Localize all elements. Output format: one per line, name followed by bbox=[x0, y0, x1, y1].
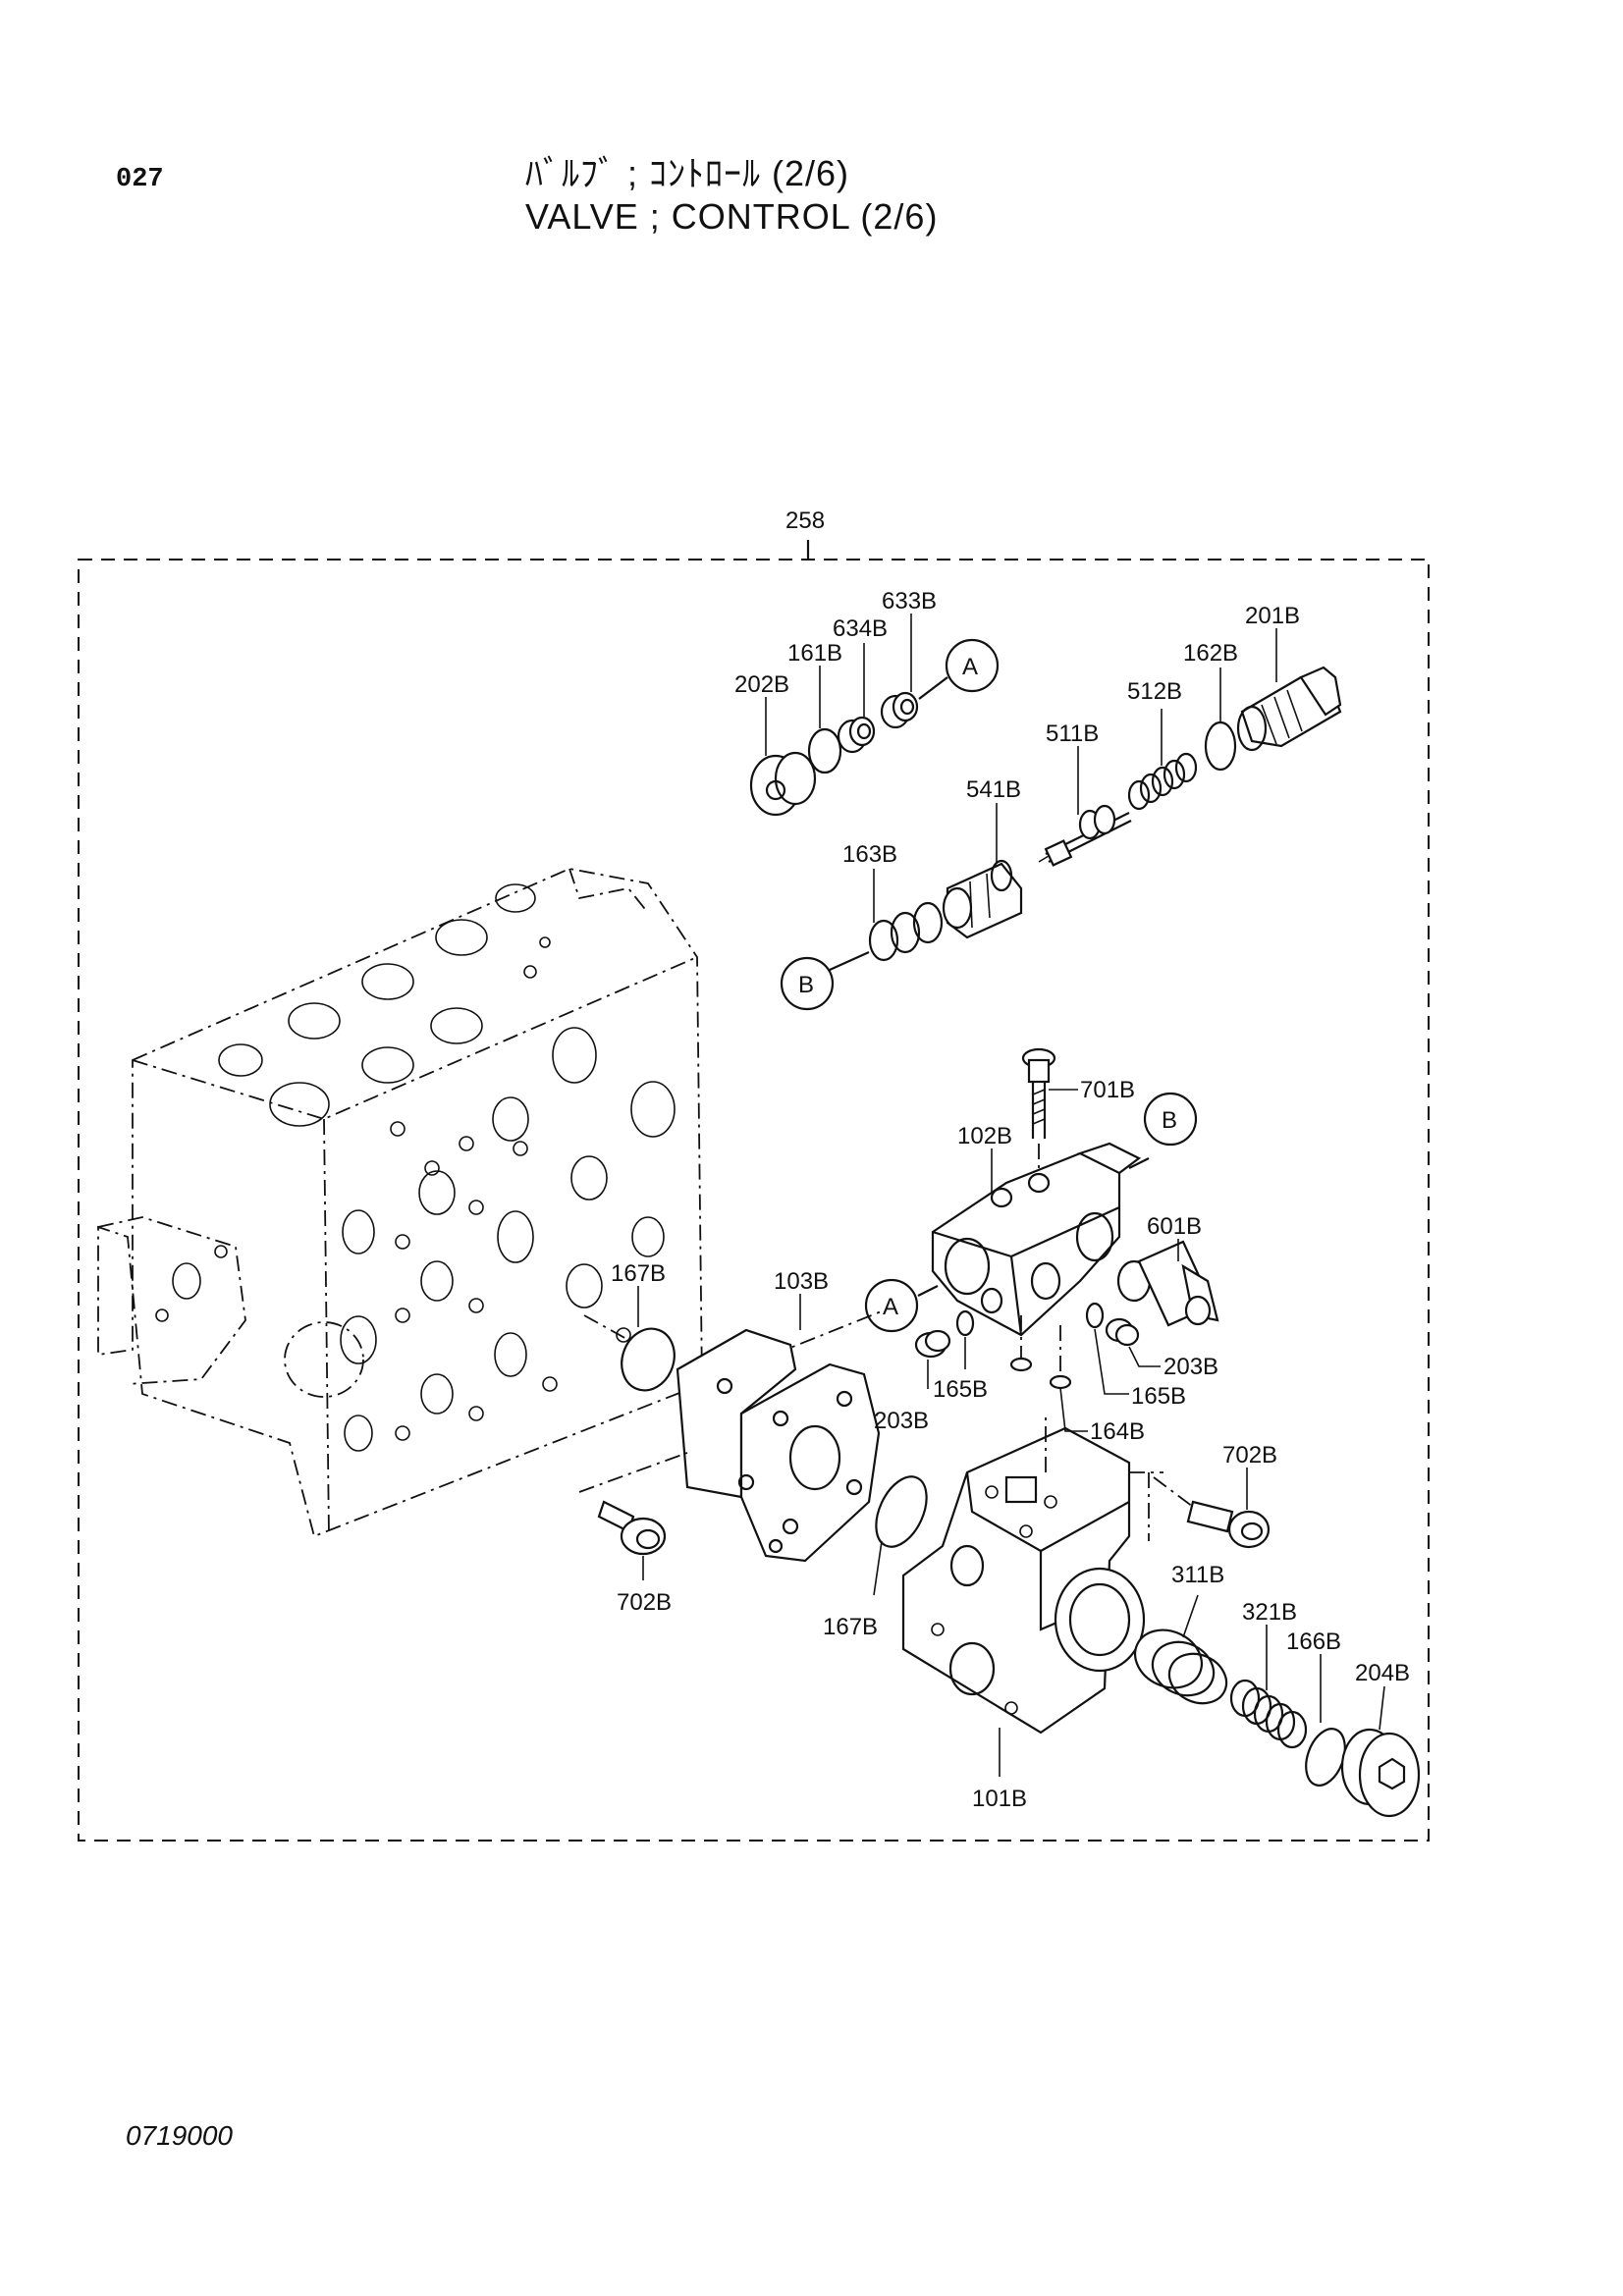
label-167b-left: 167B bbox=[611, 1260, 666, 1287]
label-702b-left: 702B bbox=[617, 1589, 672, 1616]
o-ring-164b-a bbox=[1009, 1357, 1033, 1372]
label-202b: 202B bbox=[734, 671, 789, 698]
label-101b: 101B bbox=[972, 1786, 1027, 1812]
bolt-701b bbox=[1021, 1047, 1056, 1139]
callout-a-mid: A bbox=[864, 1278, 919, 1333]
label-164b: 164B bbox=[1090, 1418, 1145, 1445]
o-ring-165b-left bbox=[955, 1309, 975, 1337]
label-321b: 321B bbox=[1242, 1599, 1297, 1626]
o-ring-162b bbox=[1204, 721, 1237, 772]
label-512b: 512B bbox=[1127, 678, 1182, 705]
label-166b: 166B bbox=[1286, 1629, 1341, 1655]
callout-b-right: B bbox=[1143, 1092, 1198, 1147]
label-203b-right: 203B bbox=[1163, 1354, 1218, 1380]
label-702b-right: 702B bbox=[1222, 1442, 1277, 1468]
plug-203b-left bbox=[914, 1329, 951, 1359]
seal-634b bbox=[837, 716, 876, 754]
label-511b: 511B bbox=[1046, 721, 1099, 747]
assembly-boundary: 258 bbox=[78, 507, 1430, 1842]
label-311b: 311B bbox=[1171, 1562, 1224, 1588]
seal-633b bbox=[880, 691, 919, 729]
o-ring-161b bbox=[807, 727, 842, 774]
valve-601b bbox=[1116, 1240, 1219, 1327]
label-165b-left: 165B bbox=[933, 1376, 988, 1403]
title-english: VALVE ; CONTROL (2/6) bbox=[525, 196, 939, 237]
o-ring-167b-lower bbox=[875, 1475, 928, 1548]
svg-text:A: A bbox=[883, 1294, 898, 1320]
svg-text:A: A bbox=[962, 654, 978, 680]
poppet-311b bbox=[1134, 1629, 1228, 1705]
label-701b: 701B bbox=[1080, 1077, 1135, 1103]
label-161b: 161B bbox=[787, 640, 842, 667]
label-204b: 204B bbox=[1355, 1660, 1410, 1686]
casing-101b bbox=[901, 1426, 1146, 1735]
bolt-702b-left bbox=[597, 1500, 667, 1556]
control-valve-body bbox=[97, 868, 703, 1538]
flange-103b bbox=[676, 1328, 881, 1563]
bolt-702b-right bbox=[1186, 1500, 1271, 1549]
label-203b-left: 203B bbox=[874, 1408, 929, 1434]
page-number: 027 bbox=[116, 165, 164, 194]
label-163b: 163B bbox=[842, 841, 897, 868]
label-162b: 162B bbox=[1183, 640, 1238, 667]
label-165b-right: 165B bbox=[1131, 1383, 1186, 1410]
plug-203b-right bbox=[1105, 1317, 1140, 1347]
label-634b: 634B bbox=[833, 615, 888, 642]
spring-321b bbox=[1229, 1679, 1308, 1749]
block-102b bbox=[931, 1142, 1142, 1337]
callout-a-top: A bbox=[945, 638, 1000, 693]
plug-204b bbox=[1340, 1728, 1421, 1818]
sleeve-541b bbox=[942, 859, 1023, 939]
title-japanese: ﾊﾞﾙﾌﾞ ; ｺﾝﾄﾛｰﾙ (2/6) bbox=[525, 153, 850, 193]
label-167b-lower: 167B bbox=[823, 1614, 878, 1640]
cap-201b bbox=[1236, 666, 1342, 752]
assembly-label: 258 bbox=[785, 507, 825, 534]
svg-text:B: B bbox=[1162, 1107, 1177, 1134]
label-103b: 103B bbox=[774, 1268, 829, 1295]
o-ring-164b-b bbox=[1049, 1374, 1072, 1390]
svg-text:B: B bbox=[798, 972, 814, 998]
label-102b: 102B bbox=[957, 1123, 1012, 1149]
document-code: 0719000 bbox=[126, 2120, 234, 2151]
label-601b: 601B bbox=[1147, 1213, 1202, 1240]
spring-512b bbox=[1127, 752, 1198, 811]
plug-202b bbox=[749, 751, 817, 817]
o-rings-163b bbox=[868, 901, 944, 962]
label-541b: 541B bbox=[966, 776, 1021, 803]
label-201b: 201B bbox=[1245, 603, 1300, 629]
o-ring-167b-left bbox=[621, 1327, 676, 1392]
o-ring-165b-right bbox=[1085, 1302, 1105, 1329]
spool-511b bbox=[1038, 804, 1132, 867]
label-633b: 633B bbox=[882, 588, 937, 614]
callout-b-left: B bbox=[780, 956, 835, 1011]
